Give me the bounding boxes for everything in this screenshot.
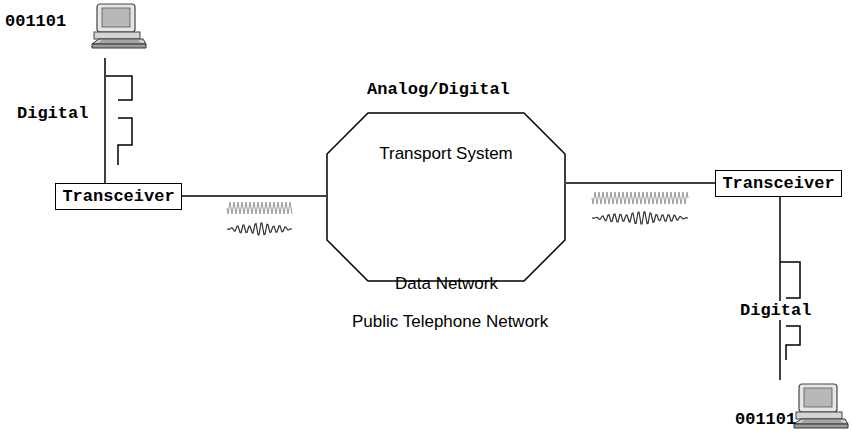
connector-line	[779, 197, 781, 380]
analog-wave	[227, 202, 292, 214]
transceiver-box: Transceiver	[55, 183, 182, 210]
analog-wave	[592, 212, 688, 224]
analog-wave	[592, 192, 688, 204]
network-label: Public Telephone Network	[352, 312, 548, 332]
box-label: Transceiver	[722, 174, 834, 193]
computer-icon	[91, 2, 147, 52]
system-title: Transport System	[326, 144, 566, 164]
computer-node: 001101	[735, 380, 849, 433]
computer-node: 001101	[5, 0, 150, 58]
connector-line	[182, 195, 326, 197]
analog-wave	[227, 223, 292, 235]
digital-signal	[106, 76, 132, 165]
computer-icon	[793, 382, 849, 432]
signal-label: Digital	[738, 301, 813, 320]
network-label: Data Network	[395, 274, 498, 294]
connector-line	[566, 182, 715, 184]
mode-label: Analog/Digital	[367, 80, 510, 99]
transport-octagon: Transport System	[326, 112, 566, 282]
signal-label: Digital	[15, 104, 90, 123]
octagon-outline	[326, 112, 566, 282]
transceiver-box: Transceiver	[715, 170, 842, 197]
connector-line	[104, 58, 106, 183]
computer-icon-holder	[91, 2, 147, 56]
bit-string: 001101	[5, 12, 66, 31]
computer-icon-holder	[793, 382, 849, 435]
bit-string: 001101	[735, 410, 796, 429]
box-label: Transceiver	[62, 187, 174, 206]
